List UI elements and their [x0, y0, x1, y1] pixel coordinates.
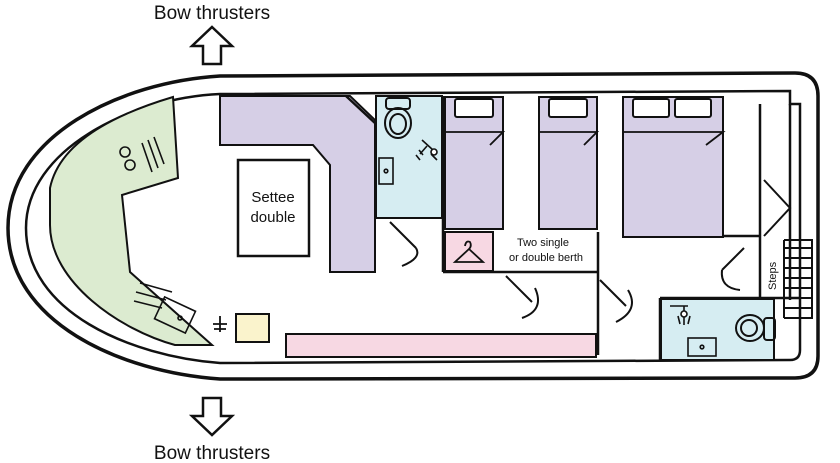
- berth-label-1: Two single: [517, 237, 569, 249]
- door-icon: [505, 275, 539, 319]
- double-bed: [622, 96, 726, 238]
- arrow-down-icon: [188, 396, 236, 437]
- berth-label-2: or double berth: [509, 252, 583, 264]
- settee-label-2: double: [250, 209, 295, 226]
- saloon-seating: [219, 95, 376, 273]
- settee-box: [236, 158, 311, 258]
- steps-label: Steps: [767, 261, 779, 290]
- hull-outer: [6, 71, 820, 381]
- rear-bathroom: [660, 298, 775, 361]
- long-bench: [285, 333, 597, 358]
- single-bed-2: [538, 96, 600, 230]
- hanger-icon: [452, 240, 486, 263]
- sink-icon: [687, 337, 717, 357]
- shower-icon: [415, 139, 438, 161]
- toilet-icon: [735, 314, 776, 342]
- door-icon: [599, 279, 633, 323]
- door-icon: [720, 247, 745, 291]
- door-icon: [389, 221, 419, 267]
- sink-icon: [378, 157, 394, 185]
- bow-thrusters-top-label: Bow thrusters: [154, 3, 270, 24]
- shower-icon: [670, 305, 691, 325]
- toilet-icon: [384, 97, 412, 139]
- wardrobe: [444, 231, 494, 272]
- saloon-table: [235, 313, 270, 343]
- bow-thrusters-bottom-label: Bow thrusters: [154, 443, 270, 463]
- hob-icon: [119, 136, 165, 173]
- storage-zigzag: [763, 179, 792, 237]
- galley-counter: [49, 95, 215, 346]
- settee-label-1: Settee: [251, 189, 294, 206]
- arrow-up-icon: [188, 25, 236, 66]
- single-bed-1: [444, 96, 506, 230]
- sink-icon: [133, 282, 197, 335]
- steps: [783, 239, 813, 319]
- tap-icon: [213, 316, 227, 332]
